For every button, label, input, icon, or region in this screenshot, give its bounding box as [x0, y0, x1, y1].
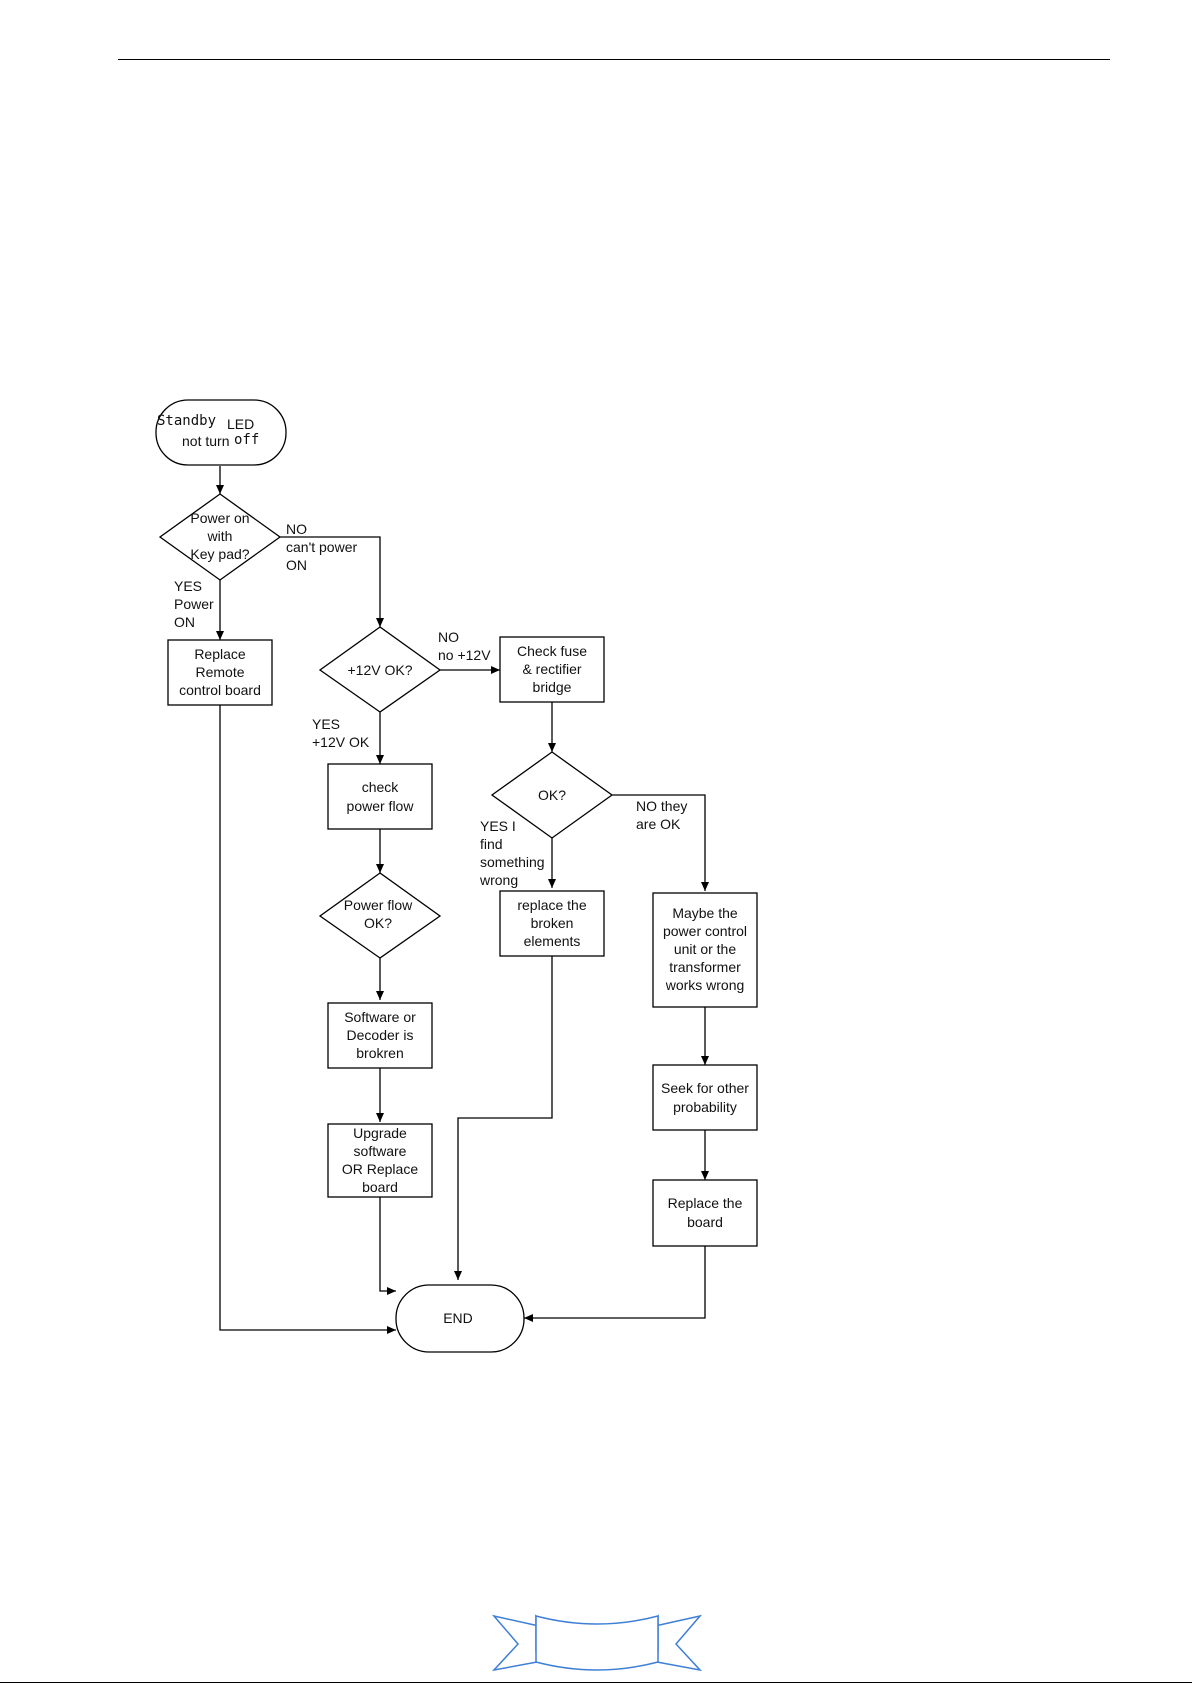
- text: Power: [174, 596, 214, 612]
- text: transformer: [669, 959, 741, 975]
- header-rule: [118, 59, 1110, 60]
- text: bridge: [533, 679, 572, 695]
- text: & rectifier: [522, 661, 581, 677]
- node-software-broken: Software or Decoder is brokren: [327, 1002, 433, 1069]
- text: NO they: [636, 798, 687, 814]
- text: YES I: [480, 818, 516, 834]
- text: Power on: [190, 510, 249, 526]
- start-text-2a: not turn: [182, 433, 229, 449]
- text: elements: [524, 933, 581, 949]
- edge-label-12v-no: NO no +12V: [438, 629, 491, 663]
- edge-label-keypad-yes: YES Power ON: [174, 578, 214, 630]
- text: NO: [286, 521, 307, 537]
- text: no +12V: [438, 647, 491, 663]
- text: board: [687, 1214, 723, 1230]
- text: YES: [174, 578, 202, 594]
- text: broken: [531, 915, 574, 931]
- text: +12V OK?: [348, 662, 413, 678]
- text: YES: [312, 716, 340, 732]
- ribbon-center-band: [535, 1615, 659, 1671]
- text: Seek for other: [661, 1080, 749, 1096]
- text: OK?: [364, 915, 392, 931]
- node-replace-board: Replace the board: [652, 1179, 758, 1247]
- edge-label-keypad-no: NO can't power ON: [286, 521, 357, 573]
- node-decision-power-flow: Power flow OK?: [318, 872, 442, 959]
- node-decision-power-keypad: Power on with Key pad?: [158, 493, 282, 581]
- text: END: [443, 1310, 473, 1326]
- text: check: [362, 779, 400, 795]
- edge-label-ok-yes: YES I find something wrong: [479, 818, 545, 888]
- node-decision-ok: OK?: [490, 751, 614, 839]
- node-check-fuse: Check fuse & rectifier bridge: [499, 636, 605, 703]
- text: Maybe the: [672, 905, 738, 921]
- node-upgrade-software: Upgrade software OR Replace board: [327, 1123, 433, 1198]
- node-replace-broken: replace the broken elements: [499, 890, 605, 957]
- footer-rule: [0, 1682, 1192, 1683]
- text: Upgrade: [353, 1125, 407, 1141]
- text: Software or: [344, 1009, 416, 1025]
- start-text-1b: LED: [227, 416, 254, 432]
- edge-upgrade-to-end: [379, 1197, 396, 1295]
- text: ON: [174, 614, 195, 630]
- text: Key pad?: [190, 546, 249, 562]
- text: something: [480, 854, 545, 870]
- edge-label-ok-no: NO they are OK: [636, 798, 687, 832]
- edge-replaceboard-to-end: [524, 1246, 706, 1322]
- node-check-power-flow: check power flow: [327, 763, 433, 830]
- text: replace the: [517, 897, 586, 913]
- text: works wrong: [665, 977, 745, 993]
- text: OK?: [538, 787, 566, 803]
- edge-broken-to-end: [454, 956, 553, 1280]
- start-text-2b: off: [234, 432, 259, 448]
- text: are OK: [636, 816, 681, 832]
- text: Replace: [194, 646, 246, 662]
- text: Power flow: [344, 897, 413, 913]
- edge-keypad-no: [280, 536, 384, 627]
- text: Replace the: [668, 1195, 743, 1211]
- connectors: [216, 466, 709, 1334]
- text: unit or the: [674, 941, 736, 957]
- text: +12V OK: [312, 734, 370, 750]
- node-maybe-power-unit: Maybe the power control unit or the tran…: [652, 892, 758, 1008]
- text: NO: [438, 629, 459, 645]
- node-seek-other: Seek for other probability: [652, 1064, 758, 1131]
- text: Decoder is: [347, 1027, 414, 1043]
- text: wrong: [479, 872, 518, 888]
- text: probability: [673, 1099, 737, 1115]
- edge-ok-no: [612, 794, 709, 891]
- text: can't power: [286, 539, 357, 555]
- text: brokren: [356, 1045, 403, 1061]
- text: with: [207, 528, 233, 544]
- text: power control: [663, 923, 747, 939]
- edge-label-12v-yes: YES +12V OK: [312, 716, 370, 750]
- text: control board: [179, 682, 261, 698]
- text: Check fuse: [517, 643, 587, 659]
- text: OR Replace: [342, 1161, 418, 1177]
- text: software: [354, 1143, 407, 1159]
- text: find: [480, 836, 503, 852]
- text: power flow: [347, 798, 415, 814]
- ribbon-nav-icon[interactable]: [492, 1608, 702, 1678]
- text: board: [362, 1179, 398, 1195]
- node-decision-12v: +12V OK?: [318, 626, 442, 713]
- text: Remote: [195, 664, 244, 680]
- node-start: Standby LED not turn off: [155, 399, 287, 466]
- text: ON: [286, 557, 307, 573]
- edge-remote-to-end: [219, 705, 396, 1334]
- node-replace-remote-board: Replace Remote control board: [167, 639, 273, 706]
- start-text-1a: Standby: [157, 413, 216, 429]
- node-end: END: [395, 1284, 525, 1353]
